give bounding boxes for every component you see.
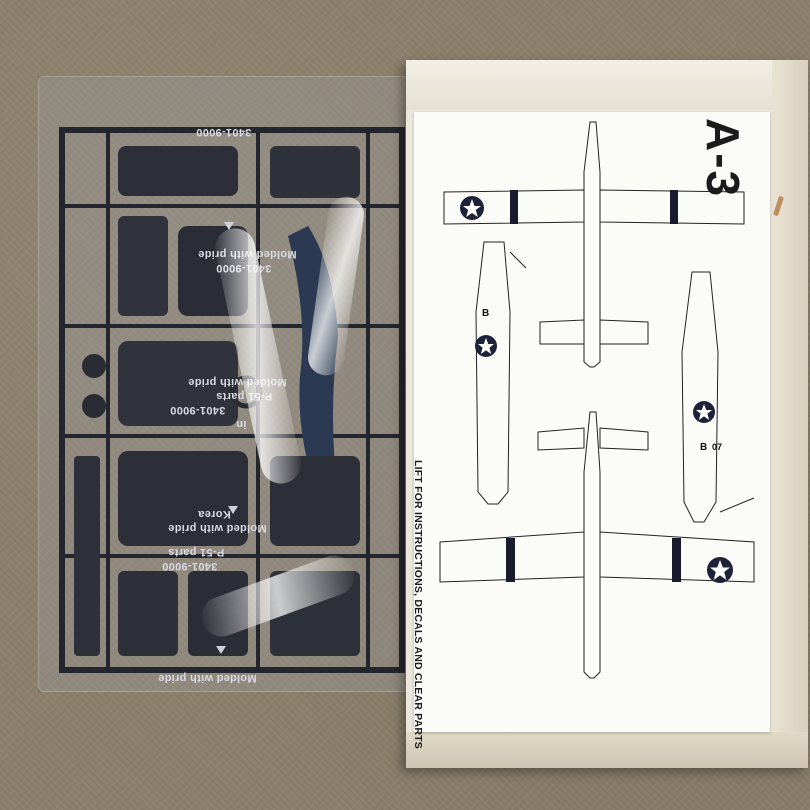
sprue-part xyxy=(118,146,238,196)
sprue-part xyxy=(118,216,168,316)
sprue-in-label: in xyxy=(236,418,247,430)
sprue-part xyxy=(118,341,238,426)
sprue-model-label-2: P-51 parts xyxy=(168,546,225,558)
aircraft-line-drawings xyxy=(439,121,755,679)
left-wing-bottom xyxy=(439,531,585,583)
plastic-bag: 3401-9000 Molded with pride 3401-9000 Mo… xyxy=(38,76,410,692)
side-view-right xyxy=(681,271,719,523)
sprue-part-number-1: 3401-9000 xyxy=(196,126,252,138)
fuselage-top xyxy=(583,121,601,368)
sprue-origin-label-1: Molded with pride xyxy=(198,248,297,260)
us-star-insignia xyxy=(460,196,733,583)
sprue-part xyxy=(270,456,360,546)
code-letter-left: B xyxy=(482,308,490,319)
box-rim-right xyxy=(772,60,808,768)
code-number-right: 07 xyxy=(712,442,723,452)
sprue-part xyxy=(188,571,248,656)
sprue-origin-label-2: Molded with pride xyxy=(188,376,287,388)
sprue-origin-label-4: Molded with pride xyxy=(158,672,257,684)
box-rim-top xyxy=(406,60,808,110)
sprue-part xyxy=(270,146,360,198)
kit-title: A-3 xyxy=(697,118,749,199)
side-view-left xyxy=(475,241,511,505)
fuselage-bottom xyxy=(583,411,601,679)
sprue-origin-label-3: Molded with pride xyxy=(168,522,267,534)
lift-instructions-text: LIFT FOR INSTRUCTIONS, DECALS AND CLEAR … xyxy=(412,460,424,749)
sprue-part xyxy=(74,456,100,656)
wheel-part xyxy=(82,354,106,378)
right-wing-top xyxy=(599,189,745,225)
box-rim-bottom xyxy=(406,732,808,768)
left-wing-top xyxy=(443,189,585,225)
sprue-part xyxy=(118,571,178,656)
code-letter-right: B xyxy=(700,442,708,453)
sprue-part-number-4: 3401-9000 xyxy=(162,560,218,572)
sprue-model-label-1: P-51 parts xyxy=(216,390,273,402)
sprue-part-number-2: 3401-9000 xyxy=(216,262,272,274)
sprue-outer-frame xyxy=(59,127,405,673)
sprue-korea-label: Korea xyxy=(198,508,231,520)
sprue-part xyxy=(270,571,360,656)
sprue-part-number-3: 3401-9000 xyxy=(170,404,226,416)
wheel-part xyxy=(82,394,106,418)
right-wing-bottom xyxy=(599,531,755,583)
instruction-sheet: B B 07 xyxy=(414,112,770,732)
